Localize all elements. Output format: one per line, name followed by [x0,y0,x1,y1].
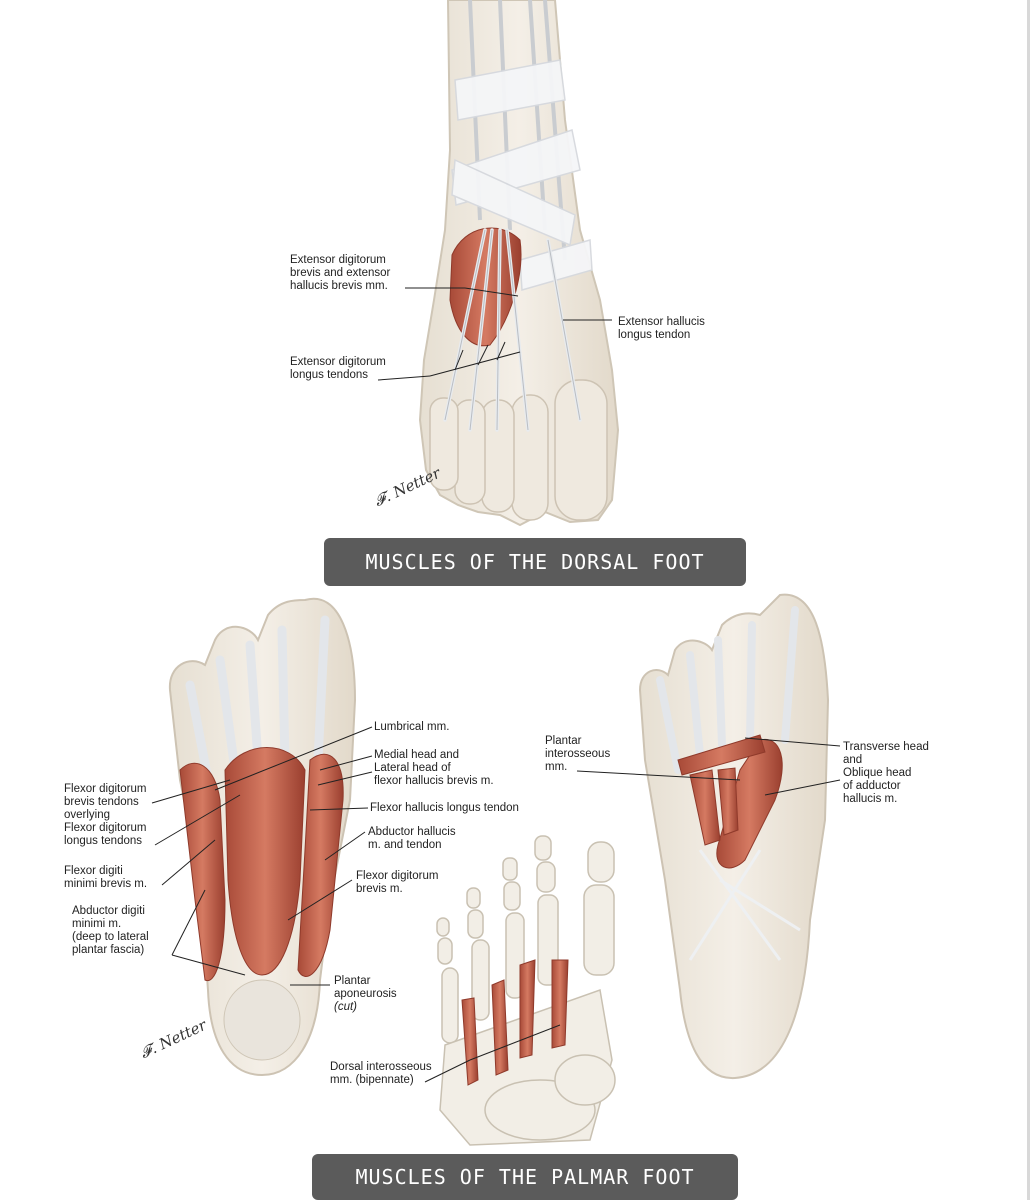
dorsal-leader-lines [377,287,612,381]
label-flexor-digitorum-brevis-tendons: Flexor digitorum brevis tendons overlyin… [64,783,147,847]
label-abductor-hallucis: Abductor hallucis m. and tendon [368,826,456,851]
skeleton-leader-lines [424,1024,561,1083]
label-lumbrical: Lumbrical mm. [374,721,450,733]
abductor-hallucis-muscle [297,753,344,977]
label-plantar-aponeurosis: Plantar aponeurosis [334,975,397,1000]
foot-skeleton-drawing [436,835,616,1146]
adductor-hallucis-transverse-head [677,734,766,776]
flexor-digitorum-brevis-muscle [224,747,306,976]
label-abductor-digiti-minimi: Abductor digiti minimi m. (deep to later… [72,905,149,956]
label-plantar-interosseous: Plantar interosseous mm. [545,735,611,773]
right-border [1027,0,1030,1200]
label-extensor-hallucis-longus: Extensor hallucis longus tendon [618,316,705,341]
label-flexor-hallucis-longus: Flexor hallucis longus tendon [370,802,519,814]
deep-plantar-foot-drawing [638,593,830,1080]
dorsal-interosseous-muscles [461,959,569,1086]
adductor-hallucis-oblique-head [716,738,783,869]
label-flexor-hallucis-brevis: Medial head and Lateral head of flexor h… [374,749,494,787]
label-flexor-digitorum-brevis: Flexor digitorum brevis m. [356,870,439,895]
banner-plantar: MUSCLES OF THE PALMAR FOOT [312,1154,738,1200]
plantar-foot-drawing [168,597,357,1077]
right-leader-lines [576,737,841,796]
abductor-digiti-minimi-muscle [179,762,226,982]
dorsal-foot-drawing [418,0,620,527]
label-extensor-digitorum-brevis: Extensor digitorum brevis and extensor h… [290,254,391,292]
label-plantar-aponeurosis-cut: (cut) [334,1001,357,1013]
label-flexor-digiti-minimi-brevis: Flexor digiti minimi brevis m. [64,865,148,890]
banner-dorsal: MUSCLES OF THE DORSAL FOOT [324,538,746,586]
plantar-leader-lines [151,726,373,986]
label-extensor-digitorum-longus: Extensor digitorum longus tendons [290,356,386,381]
label-adductor-hallucis: Transverse head and Oblique head of addu… [843,741,929,805]
label-dorsal-interosseous: Dorsal interosseous mm. (bipennate) [330,1061,432,1086]
